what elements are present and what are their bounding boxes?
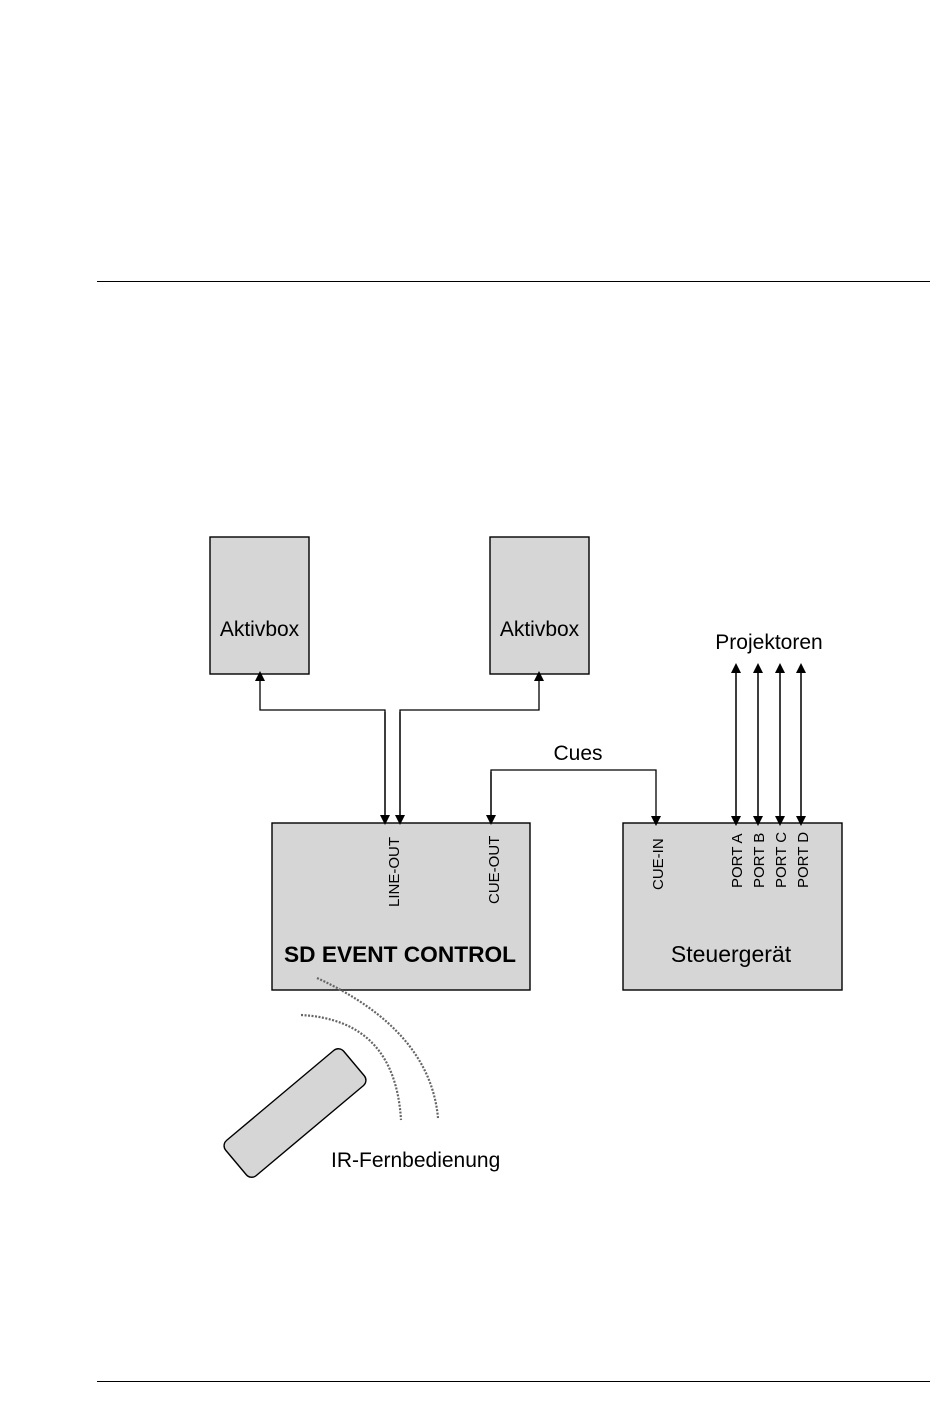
port-b-label: PORT B (751, 833, 768, 888)
cue-out-label: CUE-OUT (486, 836, 503, 904)
port-a-label: PORT A (729, 834, 746, 888)
line-out-wires (260, 676, 539, 820)
aktivbox-left-label: Aktivbox (220, 618, 300, 641)
aktivbox-right-label: Aktivbox (500, 618, 580, 641)
sd-event-control-box: LINE-OUT CUE-OUT SD EVENT CONTROL (272, 823, 530, 990)
aktivbox-left: Aktivbox (210, 537, 309, 674)
sd-event-control-label: SD EVENT CONTROL (284, 942, 516, 967)
cue-in-label: CUE-IN (650, 838, 667, 890)
ir-remote-label: IR-Fernbedienung (331, 1149, 500, 1172)
steuergeraet-box: CUE-IN PORT A PORT B PORT C PORT D Steue… (623, 823, 842, 990)
cues-label: Cues (553, 742, 602, 765)
port-d-label: PORT D (795, 832, 812, 888)
projektoren-label: Projektoren (715, 631, 822, 654)
cue-wire: Cues (491, 742, 656, 821)
projector-wires: Projektoren (715, 631, 822, 821)
steuergeraet-label: Steuergerät (671, 941, 792, 967)
line-out-label: LINE-OUT (386, 837, 403, 907)
port-c-label: PORT C (773, 832, 790, 888)
aktivbox-right: Aktivbox (490, 537, 589, 674)
